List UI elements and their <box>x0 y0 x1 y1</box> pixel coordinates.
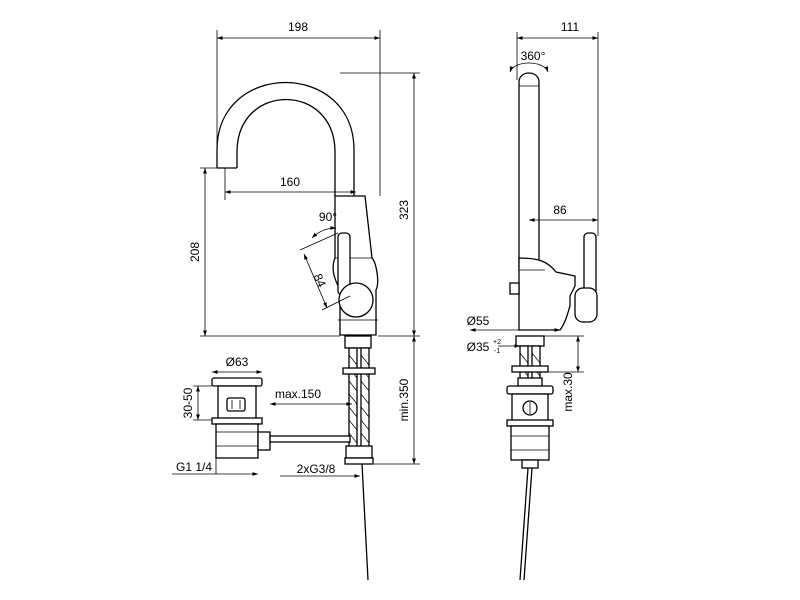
side-mount-washer <box>517 377 543 387</box>
side-waste-bottom <box>521 459 539 469</box>
waste-tail <box>215 423 259 459</box>
side-lever-hub <box>574 287 598 323</box>
dim-hose-length: min.350 <box>397 378 411 421</box>
lever-hub <box>338 282 374 318</box>
side-spout <box>518 72 540 268</box>
dim-rod-length: max.150 <box>275 387 321 401</box>
dim-hole-tol-plus: +2 <box>493 339 501 346</box>
side-waste-tail <box>510 425 550 461</box>
waste-cap <box>211 377 263 387</box>
dim-lever-angle: 90° <box>319 210 337 224</box>
waste-rod-fitting <box>257 431 271 451</box>
dim-lever-length-line <box>303 253 328 309</box>
dim-waste-diameter: Ø63 <box>226 355 249 369</box>
spout-inner <box>236 98 336 196</box>
mount-nut <box>342 367 376 375</box>
side-waste-flange <box>506 419 554 427</box>
dim-spout-reach: 160 <box>280 175 300 189</box>
spout <box>216 81 355 196</box>
dim-height-total: 323 <box>397 200 411 220</box>
side-view: 111 360° 86 Ø55 Ø35 +2 -1 max.30 <box>467 20 599 581</box>
front-view: 198 160 323 208 90° 84 <box>188 20 420 581</box>
waste-symbol <box>226 397 246 412</box>
dim-lever-length: 84 <box>311 272 329 290</box>
hose-fitting-nut <box>344 457 374 465</box>
mount-flange <box>344 335 372 349</box>
dim-waste-height: 30-50 <box>181 387 195 418</box>
dim-deck-thickness: max.30 <box>561 372 575 412</box>
dim-swivel: 360° <box>521 49 546 63</box>
pull-rod <box>361 463 369 581</box>
side-waste-cap <box>506 385 554 395</box>
dim-lever-offset: 86 <box>553 203 567 217</box>
side-body-stub <box>509 282 520 295</box>
side-body <box>518 257 576 331</box>
side-pull-rod-edge <box>523 467 533 581</box>
dim-lever-angle-arc <box>311 226 337 239</box>
dim-hole-tol-minus: -1 <box>494 348 500 355</box>
dim-hose-thread: 2xG3/8 <box>297 462 336 476</box>
waste-flange <box>211 417 263 425</box>
side-pull-rod <box>519 467 529 581</box>
dim-swivel-arc <box>509 62 549 73</box>
dim-side-width: 111 <box>561 20 580 34</box>
side-mount-nut <box>511 365 549 373</box>
dim-spout-height: 208 <box>188 242 202 262</box>
ext-line <box>299 232 339 251</box>
dim-base-diameter: Ø55 <box>467 314 490 328</box>
hose-fitting <box>345 445 373 459</box>
dim-width-total: 198 <box>288 20 308 34</box>
waste-rod <box>269 435 351 443</box>
dim-hole-diameter: Ø35 <box>467 340 490 354</box>
waste-assembly: Ø63 30-50 max.150 G1 1/4 <box>172 355 352 476</box>
dim-waste-thread: G1 1/4 <box>176 460 212 474</box>
side-mount-flange <box>515 335 545 347</box>
